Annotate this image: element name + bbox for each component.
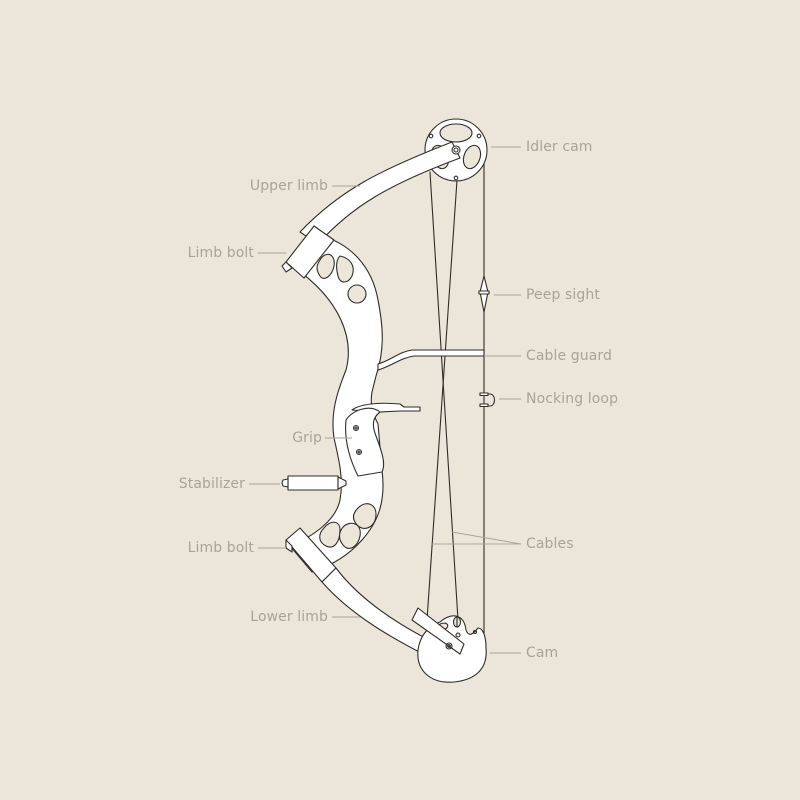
label-cam: Cam bbox=[526, 645, 559, 661]
peep-sight bbox=[478, 275, 490, 313]
nocking-loop bbox=[479, 392, 496, 408]
stabilizer bbox=[281, 475, 347, 491]
label-nocking-loop: Nocking loop bbox=[526, 391, 619, 407]
upper-limb-pocket bbox=[281, 225, 335, 279]
label-upper-limb: Upper limb bbox=[249, 178, 328, 194]
leader-cables-2 bbox=[451, 531, 522, 545]
riser-cutouts-lower bbox=[319, 503, 377, 549]
cable-guard bbox=[377, 349, 485, 371]
label-grip: Grip bbox=[292, 430, 322, 446]
upper-limb bbox=[299, 141, 461, 245]
label-limb-bolt-upper: Limb bolt bbox=[187, 245, 254, 261]
label-peep-sight: Peep sight bbox=[526, 287, 600, 303]
cables bbox=[426, 171, 459, 621]
label-lower-limb: Lower limb bbox=[250, 609, 328, 625]
label-limb-bolt-lower: Limb bolt bbox=[187, 540, 254, 556]
label-idler-cam: Idler cam bbox=[526, 139, 593, 155]
label-cables: Cables bbox=[526, 536, 574, 552]
label-cable-guard: Cable guard bbox=[526, 348, 613, 364]
riser-cutouts-upper bbox=[316, 253, 367, 304]
label-stabilizer: Stabilizer bbox=[178, 476, 245, 492]
